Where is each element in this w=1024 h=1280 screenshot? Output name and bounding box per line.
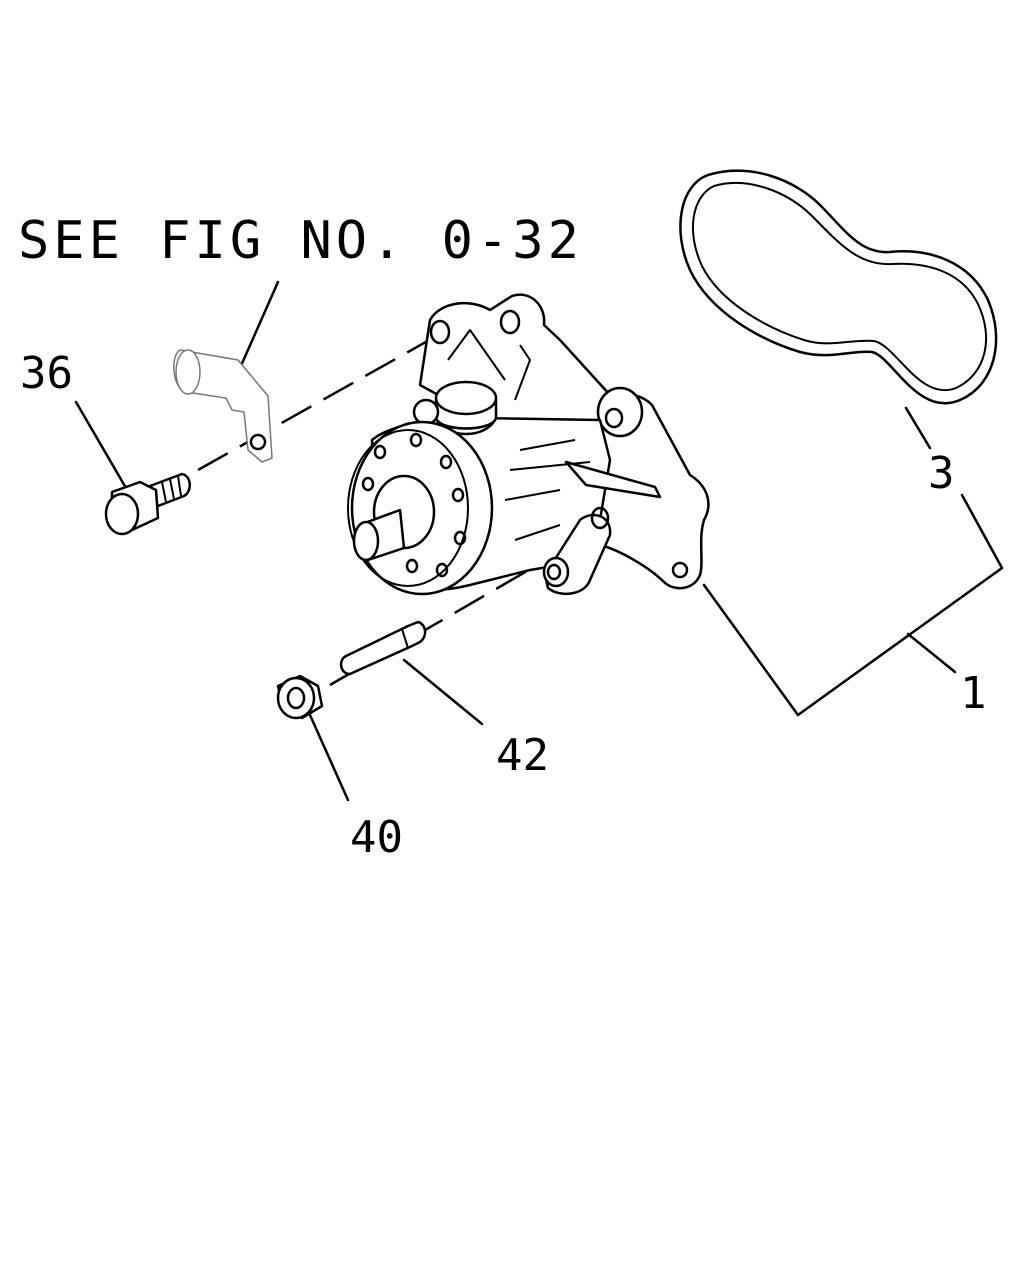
nut: [276, 674, 324, 720]
referenced-bracket: [173, 349, 273, 463]
callout-42: 42: [496, 730, 549, 781]
flange-bolt-holes: [361, 432, 467, 578]
leader-lines: [74, 280, 1004, 802]
bolt: [104, 472, 191, 536]
callout-1: 1: [960, 668, 987, 719]
see-figure-reference: SEE FIG NO. 0-32: [18, 211, 583, 271]
callout-40: 40: [350, 812, 403, 863]
water-pump: [347, 293, 710, 596]
gasket: [679, 169, 998, 405]
callout-36: 36: [20, 348, 73, 399]
stud: [339, 620, 427, 676]
callout-3: 3: [928, 448, 955, 499]
